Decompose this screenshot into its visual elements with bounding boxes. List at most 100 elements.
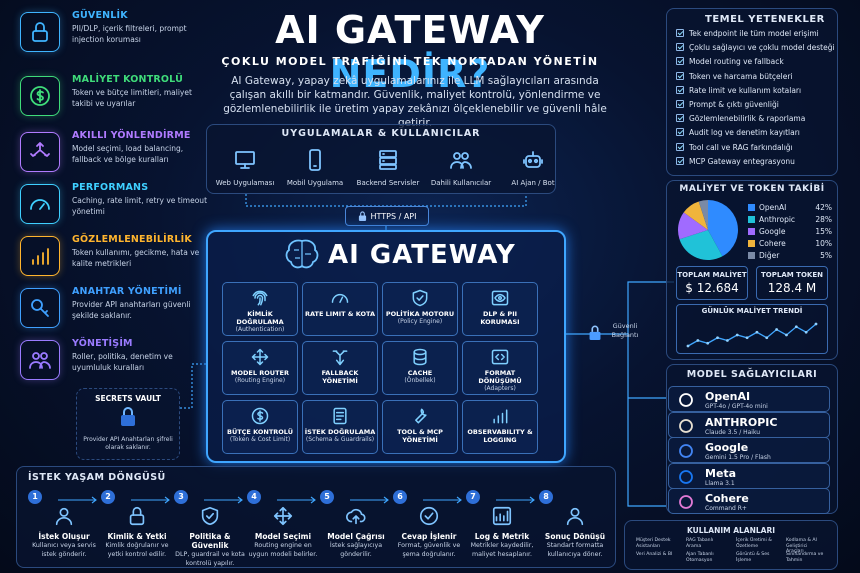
https-badge: HTTPS / API (345, 206, 429, 226)
apps-panel (206, 124, 556, 194)
left-feature-title: MALİYET KONTROLÜ (72, 74, 184, 85)
module-sub: (Authentication) (235, 326, 285, 333)
provider-name: Google (705, 441, 749, 454)
provider-name: OpenAI (705, 390, 751, 403)
app-label: Dahili Kullanıcılar (430, 179, 492, 187)
trend-point (735, 333, 739, 337)
left-feature-title: YÖNETİŞİM (72, 338, 133, 349)
module-label: TOOL & MCP YÖNETİMİ (397, 428, 443, 444)
legend-label: Google (759, 227, 786, 236)
user-icon (28, 502, 100, 530)
pie-slice (708, 200, 738, 257)
shield-check-icon (383, 286, 457, 310)
gateway-title: AI GATEWAY (328, 240, 516, 270)
module-sub: (Önbellek) (404, 377, 436, 384)
gateway-module: DLP & PII KORUMASI (462, 282, 538, 336)
use-case-item: Müşteri Destek Asistanları (636, 538, 676, 549)
app-label: Web Uygulaması (215, 179, 275, 187)
anthropic-logo-icon (675, 417, 697, 435)
trend-point (785, 333, 788, 337)
app-item: Web Uygulaması (210, 146, 280, 187)
step-title: Model Çağrısı (327, 532, 385, 541)
left-feature-desc: Token kullanımı, gecikme, hata ve kalite… (72, 248, 200, 268)
module-label: BÜTÇE KONTROLÜ (226, 428, 293, 436)
step-title: Model Seçimi (254, 532, 312, 541)
app-item: Backend Servisler (353, 146, 423, 187)
step-number: 7 (466, 490, 480, 504)
left-feature-title: PERFORMANS (72, 182, 149, 193)
checklist-icon (303, 404, 377, 428)
key-features-panel (666, 8, 838, 176)
use-case-label: RAG Tabanlı Arama (686, 538, 714, 549)
step-number: 8 (539, 490, 553, 504)
legend-value: 5% (820, 251, 832, 260)
title-accent: NEDİR? (329, 52, 491, 96)
trend-point (686, 344, 690, 348)
server-icon (353, 146, 423, 174)
total-cost-label: TOPLAM MALİYET (677, 271, 747, 279)
use-case-item: Ajan Tabanlı Otomasyon (686, 552, 726, 563)
key-features-title: TEMEL YETENEKLER (705, 14, 825, 25)
left-feature-desc: Roller, politika, denetim ve uyumluluk k… (72, 352, 173, 372)
total-token-label: TOPLAM TOKEN (761, 271, 823, 279)
checkbox-icon (676, 85, 684, 94)
gauge-icon (303, 286, 377, 310)
total-cost-card: TOPLAM MALİYET $ 12.684 (676, 266, 748, 300)
key-feature-label: Token ve harcama bütçeleri (689, 71, 793, 81)
left-feature-7: YÖNETİŞİM Roller, politika, denetim ve uy… (16, 336, 216, 396)
provider-models: Command R+ (705, 505, 747, 512)
apps-title: UYGULAMALAR & KULLANICILAR (281, 128, 481, 139)
checkbox-icon (676, 43, 684, 52)
step-desc: Kimlik doğrulanır ve yetki kontrol edili… (105, 542, 169, 558)
vault-connector (180, 363, 208, 409)
key-feature-item: MCP Gateway entegrasyonu (676, 156, 795, 166)
legend-label: Anthropic (759, 215, 796, 224)
left-feature-title: ANAHTAR YÖNETİMİ (72, 286, 182, 297)
pie-slice (679, 230, 723, 260)
module-label: OBSERVABILITY & LOGGING (467, 428, 533, 444)
page-title: AI GATEWAY NEDİR? (210, 8, 610, 96)
gateway-module: RATE LIMIT & KOTA (302, 282, 378, 336)
brain-icon (284, 238, 320, 274)
fallback-icon (303, 345, 377, 369)
use-case-item: RAG Tabanlı Arama (686, 538, 726, 549)
gateway-module: BÜTÇE KONTROLÜ(Token & Cost Limit) (222, 400, 298, 454)
provider-models: Claude 3.5 / Haiku (705, 428, 761, 436)
step-title: Cevap İşlenir (401, 532, 457, 541)
step-arrow (277, 496, 316, 504)
line-chart-icon (466, 502, 538, 530)
vault-lock-icon (118, 406, 138, 432)
provider-name: Cohere (705, 492, 749, 505)
user-icon (539, 502, 611, 530)
legend-label: Cohere (759, 239, 786, 248)
trend-point (706, 341, 710, 345)
use-case-label: Kodlama & AI Geliştirici Araçları (786, 538, 817, 554)
module-sub: (Token & Cost Limit) (229, 436, 291, 443)
secure-link-label: Güvenli Bağlantı (611, 322, 639, 339)
bar-chart-icon (463, 404, 537, 428)
provider-models: Llama 3.1 (705, 479, 735, 487)
key-feature-item: Prompt & çıktı güvenliği (676, 100, 779, 109)
gateway-module: İSTEK DOĞRULAMA(Schema & Guardrails) (302, 400, 378, 454)
left-feature-title: AKILLI YÖNLENDİRME (72, 130, 191, 141)
key-icon (20, 288, 60, 328)
lifecycle-arrows (58, 496, 535, 504)
module-sub: (Schema & Guardrails) (305, 436, 375, 443)
gateway-module: CACHE(Önbellek) (382, 341, 458, 395)
key-feature-item: Model routing ve fallback (676, 57, 784, 66)
use-case-item: Sınıflandırma ve Tahmin (786, 552, 826, 563)
trend-point (794, 325, 798, 329)
database-icon (383, 345, 457, 369)
trend-title: GÜNLÜK MALİYET TRENDİ (701, 307, 803, 315)
total-token-value: 128.4 M (767, 281, 817, 295)
checkbox-icon (676, 156, 684, 165)
wrench-icon (383, 404, 457, 428)
